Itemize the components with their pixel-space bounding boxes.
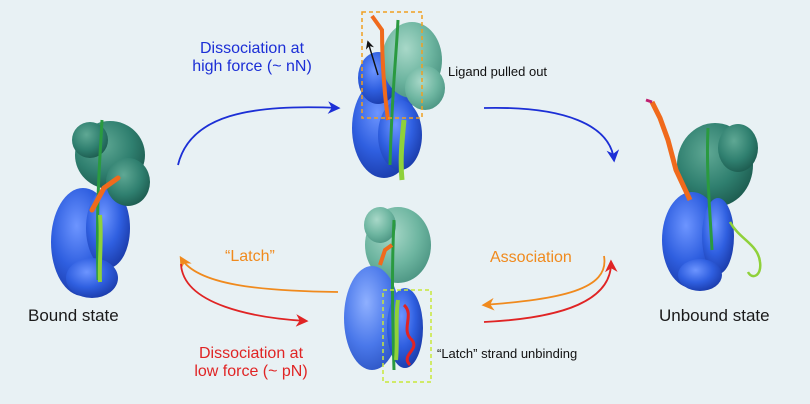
arrow-high-force-dissociation (177, 101, 341, 166)
dissociation-high-force-label: Dissociation at high force (~ nN) (176, 40, 328, 76)
arrow-low-force-dissociation (180, 263, 309, 327)
dissociation-high-line1: Dissociation at (199, 40, 305, 57)
dissociation-low-line2: low force (~ pN) (194, 362, 308, 380)
arrow-association (481, 255, 606, 311)
protein-complex-low-force (344, 207, 432, 383)
dissociation-low-force-label: Dissociation at low force (~ pN) (176, 345, 326, 381)
ligand-pulled-out-label: Ligand pulled out (448, 64, 548, 79)
dissociation-high-line2: high force (~ nN) (192, 57, 312, 75)
unbound-state-label: Unbound state (659, 306, 770, 325)
protein-complex-unbound (645, 98, 762, 291)
dissociation-low-line1: Dissociation at (198, 345, 304, 362)
latch-label: “Latch” (225, 248, 275, 265)
association-label: Association (490, 249, 572, 266)
latch-strand-unbinding-label: “Latch” strand unbinding (437, 346, 578, 361)
arrow-latch (179, 255, 339, 293)
arrow-high-force-to-unbound (483, 107, 620, 163)
bound-state-label: Bound state (28, 306, 119, 325)
protein-complex-bound (51, 119, 150, 298)
arrow-low-force-to-unbound (483, 259, 618, 323)
protein-complex-high-force (352, 11, 445, 181)
